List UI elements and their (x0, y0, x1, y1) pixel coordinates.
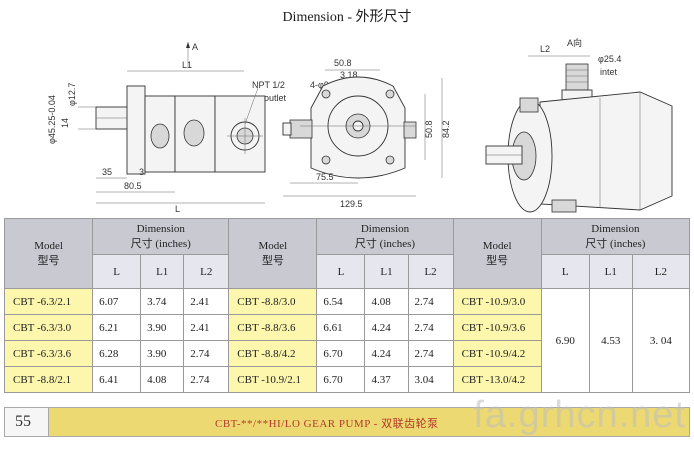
inlet-dia-label: φ25.4 (598, 54, 621, 64)
dim-shaft-dia: φ12.7 (67, 83, 77, 106)
dim-l: L (175, 204, 180, 214)
dim-50-8-top: 50.8 (334, 58, 352, 68)
l-cell: 6.54 (316, 288, 366, 315)
l-cell-merged: 6.90 (540, 288, 590, 393)
isometric-view: L2 A向 φ25.4 intet (485, 37, 673, 213)
l1-cell: 4.24 (364, 314, 409, 341)
l2-cell: 2.74 (183, 340, 230, 367)
model-cell: CBT -8.8/4.2 (228, 340, 318, 367)
l-cell: 6.70 (316, 340, 366, 367)
inlet-label: intet (600, 67, 618, 77)
dim-bolt-holes: 4-φ9 (310, 80, 329, 90)
section-a-label: A (192, 42, 198, 52)
dim-l1: L1 (182, 60, 192, 70)
model-header-2: Model 型号 (228, 218, 318, 289)
l1-cell: 3.74 (140, 288, 185, 315)
dimension-header-1: Dimension 尺寸 (inches) (92, 218, 230, 255)
technical-drawing: A L1 NPT 1/2 outlet φ12.7 φ45.25-0.04 14… (47, 37, 673, 214)
model-cell: CBT -10.9/4.2 (452, 340, 542, 367)
l1-cell: 3.90 (140, 314, 185, 341)
col-l2: L2 (183, 254, 230, 289)
l-cell: 6.28 (92, 340, 142, 367)
l1-cell: 4.08 (140, 366, 185, 393)
dim-l2: L2 (540, 44, 550, 54)
dim-3: 3 (139, 167, 144, 177)
dimension-header-2: Dimension 尺寸 (inches) (316, 218, 454, 255)
col-l1: L1 (588, 254, 633, 289)
l1-cell: 4.08 (364, 288, 409, 315)
l1-cell: 4.37 (364, 366, 409, 393)
l1-cell: 4.24 (364, 340, 409, 367)
l-cell: 6.07 (92, 288, 142, 315)
dim-key: 14 (60, 118, 70, 128)
model-cell: CBT -10.9/3.0 (452, 288, 542, 315)
a-direction-label: A向 (567, 37, 582, 48)
model-cell: CBT -13.0/4.2 (452, 366, 542, 393)
col-l: L (92, 254, 142, 289)
model-cell: CBT -10.9/2.1 (228, 366, 318, 393)
model-cell: CBT -6.3/2.1 (3, 288, 94, 315)
side-view: A L1 NPT 1/2 outlet φ12.7 φ45.25-0.04 14… (47, 42, 287, 214)
l-cell: 6.41 (92, 366, 142, 393)
dim-50-8-vert: 50.8 (424, 120, 434, 138)
l2-cell: 2.74 (183, 366, 230, 393)
col-l1: L1 (364, 254, 409, 289)
model-header-3: Model 型号 (452, 218, 542, 289)
footer-product-title: CBT-**/**HI/LO GEAR PUMP - 双联齿轮泵 (215, 418, 439, 430)
col-l: L (540, 254, 590, 289)
l2-cell: 2.74 (407, 288, 454, 315)
l2-cell-merged: 3. 04 (631, 288, 691, 393)
l-cell: 6.21 (92, 314, 142, 341)
page-number: 55 (5, 408, 49, 436)
model-cell: CBT -8.8/3.0 (228, 288, 318, 315)
l2-cell: 2.74 (407, 340, 454, 367)
npt-label: NPT 1/2 (252, 80, 285, 90)
outlet-label: outlet (264, 93, 287, 103)
col-l: L (316, 254, 366, 289)
table-row: CBT -6.3/2.1 6.07 3.74 2.41 CBT -8.8/3.0… (3, 288, 691, 393)
l2-cell: 2.41 (183, 314, 230, 341)
model-cell: CBT -6.3/3.0 (3, 314, 94, 341)
table-header-row: Model 型号 Dimension 尺寸 (inches) Model 型号 … (3, 218, 691, 289)
l2-cell: 2.41 (183, 288, 230, 315)
model-cell: CBT -10.9/3.6 (452, 314, 542, 341)
table-row: CBT -6.3/3.0 6.21 3.90 2.41 CBT -8.8/3.6… (3, 314, 690, 341)
table-subheader-row: L L1 L2 L L1 L2 L L1 L2 (5, 254, 691, 289)
model-cell: CBT -8.8/3.6 (228, 314, 318, 341)
dimension-table: Model 型号 Dimension 尺寸 (inches) Model 型号 … (3, 218, 691, 393)
dimension-header-3: Dimension 尺寸 (inches) (540, 218, 691, 255)
table-row: CBT -8.8/2.1 6.41 4.08 2.74 CBT -10.9/2.… (3, 366, 690, 393)
dim-84-2: 84.2 (441, 120, 451, 138)
l-cell: 6.61 (316, 314, 366, 341)
model-cell: CBT -8.8/2.1 (3, 366, 94, 393)
l1-cell-merged: 4.53 (588, 288, 633, 393)
dim-pilot-dia: φ45.25-0.04 (47, 95, 57, 144)
col-l2: L2 (407, 254, 454, 289)
col-l2: L2 (631, 254, 691, 289)
dim-129-5: 129.5 (340, 199, 363, 209)
page-title: Dimension - 外形尺寸 (282, 10, 412, 25)
watermark: fa.grhcn.net (473, 394, 686, 436)
footer-bar: 55 CBT-**/**HI/LO GEAR PUMP - 双联齿轮泵 (4, 407, 690, 437)
l2-cell: 2.74 (407, 314, 454, 341)
l-cell: 6.70 (316, 366, 366, 393)
l1-cell: 3.90 (140, 340, 185, 367)
dim-3-18: 3.18 (340, 70, 358, 80)
l2-cell: 3.04 (407, 366, 454, 393)
dim-35: 35 (102, 167, 112, 177)
model-cell: CBT -6.3/3.6 (3, 340, 94, 367)
dim-80-5: 80.5 (124, 181, 142, 191)
dim-75-5: 75.5 (316, 172, 334, 182)
front-view: 50.8 3.18 4-φ9 50.8 84.2 75.5 129.5 (282, 58, 451, 209)
col-l1: L1 (140, 254, 185, 289)
model-header-1: Model 型号 (3, 218, 94, 289)
